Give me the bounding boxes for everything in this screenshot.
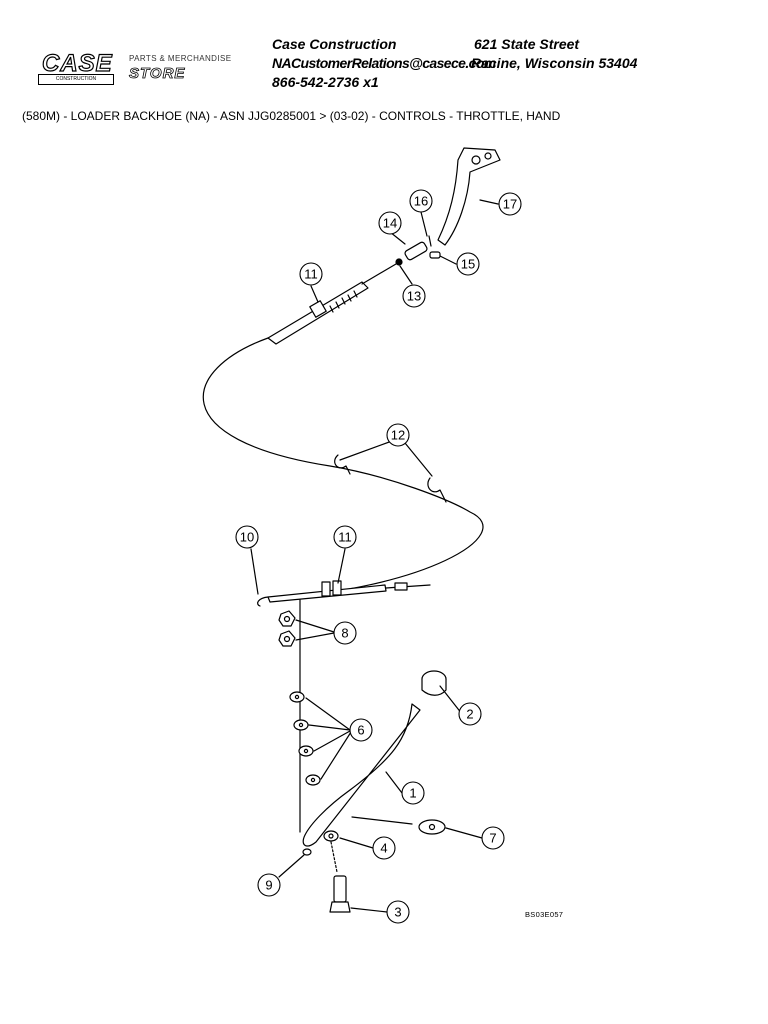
store-tag-line2: STORE — [129, 65, 186, 83]
callout-4 — [372, 836, 396, 860]
lock-washer — [395, 258, 403, 266]
company-name: Case Construction — [272, 36, 397, 52]
store-tag-line1: PARTS & MERCHANDISE — [129, 54, 232, 63]
rod-end — [404, 241, 428, 261]
street-address: 621 State Street — [474, 36, 580, 52]
callout-14-label: 14 — [383, 216, 397, 231]
callout-2-label: 2 — [466, 707, 473, 722]
case-logo: CASE CONSTRUCTION — [38, 49, 118, 85]
throttle-lever-arm — [302, 703, 421, 847]
callout-7-label: 7 — [489, 831, 496, 846]
callout-13-label: 13 — [407, 289, 421, 304]
callout-8 — [333, 621, 357, 645]
callout-17-label: 17 — [503, 197, 517, 212]
callout-11-upper-label: 11 — [304, 267, 318, 282]
callout-8-label: 8 — [341, 626, 348, 641]
callout-6-label: 6 — [357, 723, 364, 738]
cable-nut-lower-1 — [321, 581, 331, 597]
callout-11-lower-label: 11 — [338, 530, 352, 545]
flat-washer — [323, 830, 339, 842]
leader-lines — [250, 199, 499, 913]
callout-6 — [349, 718, 373, 742]
store-tag: PARTS & MERCHANDISE STORE — [129, 54, 231, 82]
callout-11-upper — [299, 262, 323, 286]
cable-end-hook — [257, 596, 269, 607]
breadcrumb[interactable]: (580M) - LOADER BACKHOE (NA) - ASN JJG02… — [22, 109, 561, 123]
callout-11-lower — [333, 525, 357, 549]
callout-12 — [386, 423, 410, 447]
cable-nut-lower-2 — [332, 580, 342, 596]
callout-16-label: 16 — [414, 194, 428, 209]
callout-4-label: 4 — [380, 841, 387, 856]
callout-7 — [481, 826, 505, 850]
bolt — [329, 841, 351, 913]
diagram-reference-code: BS03E057 — [525, 910, 564, 919]
callout-15 — [456, 252, 480, 276]
city-address: Racine, Wisconsin 53404 — [471, 55, 638, 71]
phone-number: 866-542-2736 x1 — [272, 74, 379, 90]
callout-12-label: 12 — [391, 428, 405, 443]
hex-nuts — [278, 610, 296, 647]
callout-1 — [401, 781, 425, 805]
callout-9 — [257, 873, 281, 897]
callout-14 — [378, 211, 402, 235]
cable-clip-2 — [427, 477, 447, 503]
callout-9-label: 9 — [265, 878, 272, 893]
throttle-lever-bracket — [437, 147, 501, 246]
retaining-clip — [429, 251, 441, 259]
callout-3 — [386, 900, 410, 924]
email-link[interactable]: NACustomerRelations@casece.com — [272, 55, 496, 71]
friction-washers — [289, 691, 321, 786]
case-logo-wordmark: CASE — [41, 49, 113, 77]
cable-nut-upper — [309, 300, 327, 318]
callout-10 — [235, 525, 259, 549]
callout-1-label: 1 — [409, 786, 416, 801]
callout-10-label: 10 — [240, 530, 254, 545]
case-logo-subtitle: CONSTRUCTION — [38, 74, 114, 85]
throttle-cable — [202, 337, 484, 599]
callout-17 — [498, 192, 522, 216]
callout-13 — [402, 284, 426, 308]
callout-2 — [458, 702, 482, 726]
callout-16 — [409, 189, 433, 213]
callout-15-label: 15 — [461, 257, 475, 272]
small-nut — [302, 848, 312, 856]
cable-clip-1 — [334, 454, 351, 475]
large-washer — [418, 819, 446, 835]
callout-3-label: 3 — [394, 905, 401, 920]
